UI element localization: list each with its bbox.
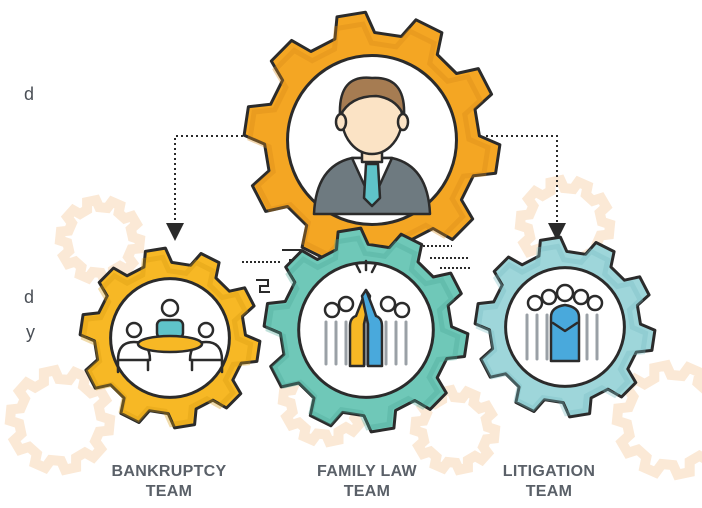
team-label-line1: BANKRUPTCY: [111, 463, 227, 480]
team-label-bankruptcy: BANKRUPTCY TEAM: [84, 462, 254, 502]
ear-left: [334, 112, 348, 132]
crowd-head-0: [526, 294, 544, 312]
person-right-head: [197, 321, 215, 339]
meeting-table-icon: [116, 298, 224, 374]
high-five-group-icon: [323, 259, 411, 368]
chair-legs: [116, 358, 224, 374]
team-label-family-law: FAMILY LAW TEAM: [282, 462, 452, 502]
person-left-head: [125, 321, 143, 339]
watermark-gear-icon: [611, 359, 702, 481]
gear-shade: [80, 254, 254, 428]
crowd-head-3: [393, 301, 411, 319]
gears-layer: [78, 10, 657, 434]
connector-lines: [166, 135, 566, 241]
crowd-head-1: [540, 288, 558, 306]
crowd-head-1: [337, 295, 355, 313]
watermark-gear-icon: [409, 384, 501, 476]
tie: [362, 162, 382, 208]
left-text-fragment-2: d: [24, 287, 35, 307]
connector-right: [486, 135, 566, 241]
gear-shade: [475, 243, 649, 417]
bankruptcy-gear-icon: [78, 246, 262, 430]
crowd-head-0: [323, 301, 341, 319]
team-label-line1: FAMILY LAW: [317, 463, 417, 480]
ear-right: [396, 112, 410, 132]
connector-left: [166, 135, 258, 241]
person-head: [160, 298, 180, 318]
leader-head: [555, 283, 575, 303]
gear-shade: [265, 235, 461, 431]
team-label-line2: TEAM: [343, 483, 391, 500]
crowd-leader-icon: [525, 283, 604, 363]
businessman-icon: [312, 76, 432, 216]
person-blue: [360, 288, 384, 368]
crowd-head-2: [572, 288, 590, 306]
left-text-fragment-1: d: [24, 84, 35, 104]
team-label-line2: TEAM: [525, 483, 573, 500]
team-label-line1: LITIGATION: [502, 463, 596, 480]
crowd-head-3: [586, 294, 604, 312]
watermark-gear-icon: [54, 194, 146, 286]
spark-lines: [354, 259, 378, 274]
team-label-line2: TEAM: [145, 483, 193, 500]
gear-shade: [247, 21, 491, 265]
left-text-fragment-3: y: [26, 322, 35, 342]
leader-crossed-arms: [551, 321, 579, 333]
watermark-gear-icon: [4, 364, 116, 476]
leader-body: [549, 303, 581, 363]
table-top: [136, 334, 204, 354]
icons-layer: [116, 76, 604, 374]
crowd-head-2: [379, 295, 397, 313]
team-label-litigation: LITIGATION TEAM: [464, 462, 634, 502]
